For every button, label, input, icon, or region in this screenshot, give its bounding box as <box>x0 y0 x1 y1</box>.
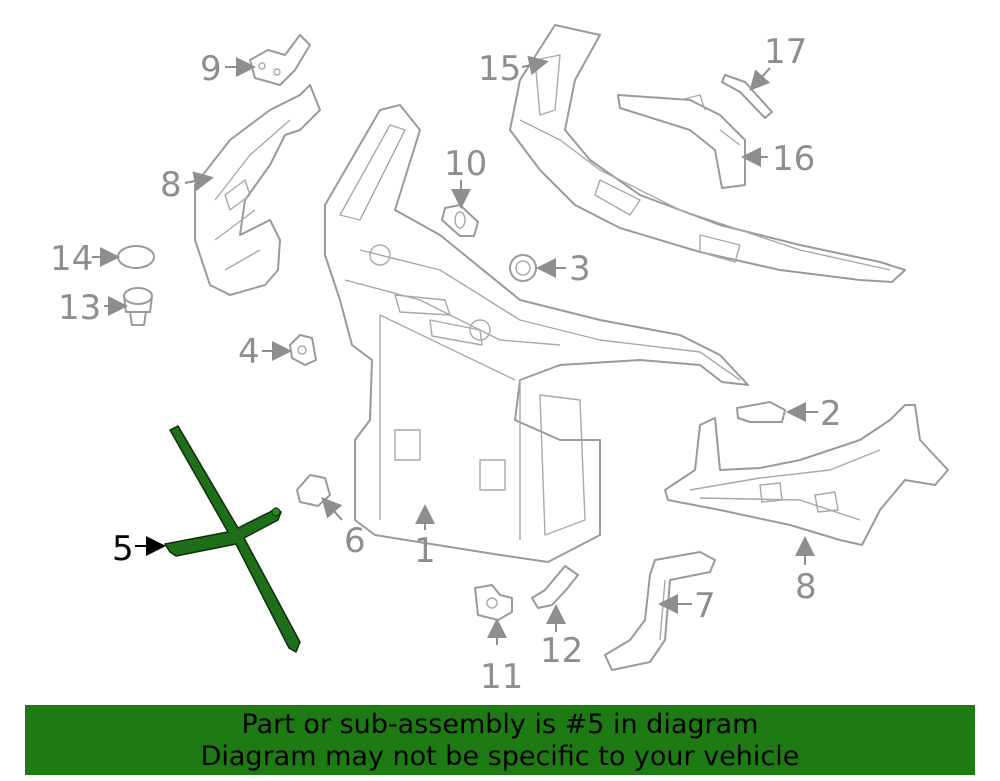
callout-7: 7 <box>694 586 716 626</box>
callout-13: 13 <box>58 288 101 328</box>
info-banner: Part or sub-assembly is #5 in diagram Di… <box>25 705 975 775</box>
callouts: 1 2 3 4 5 6 7 8 8 9 10 11 12 <box>50 32 842 697</box>
part-6-clip <box>296 474 331 507</box>
banner-line-2: Diagram may not be specific to your vehi… <box>200 741 800 772</box>
part-12-hose <box>531 565 579 609</box>
banner-line-1: Part or sub-assembly is #5 in diagram <box>241 709 759 740</box>
callout-3: 3 <box>569 249 591 289</box>
callout-11: 11 <box>480 657 523 697</box>
callout-4: 4 <box>238 332 260 372</box>
part-2-bracket <box>736 401 786 423</box>
callout-14: 14 <box>50 239 93 279</box>
callout-6: 6 <box>344 521 366 561</box>
part-5-cross-brace-highlighted <box>164 425 301 653</box>
callout-15: 15 <box>478 49 521 89</box>
callout-12: 12 <box>540 631 583 671</box>
callout-10: 10 <box>444 144 487 184</box>
part-10-clip <box>441 204 479 237</box>
part-17-clip <box>721 74 773 119</box>
part-4-clip <box>289 334 317 366</box>
callout-2: 2 <box>820 394 842 434</box>
callout-8-left: 8 <box>160 165 182 205</box>
part-15-upper-tie-bar <box>509 24 906 283</box>
part-16-bracket <box>617 94 746 189</box>
part-8-right-bracket <box>664 404 949 546</box>
part-14-o-ring <box>117 245 155 269</box>
part-8-left-bracket <box>194 84 321 296</box>
part-3-grommet <box>509 254 537 282</box>
callout-17: 17 <box>764 32 807 72</box>
parts-diagram: 1 2 3 4 5 6 7 8 8 9 10 11 12 <box>50 24 949 697</box>
part-13-pin <box>123 287 153 326</box>
callout-1: 1 <box>414 531 436 571</box>
part-9-bracket <box>249 34 311 86</box>
callout-9: 9 <box>200 49 222 89</box>
callout-8-right: 8 <box>795 567 817 607</box>
part-11-bracket <box>474 584 513 621</box>
callout-5: 5 <box>112 529 134 569</box>
part-1-radiator-support <box>324 104 749 563</box>
callout-16: 16 <box>772 139 815 179</box>
